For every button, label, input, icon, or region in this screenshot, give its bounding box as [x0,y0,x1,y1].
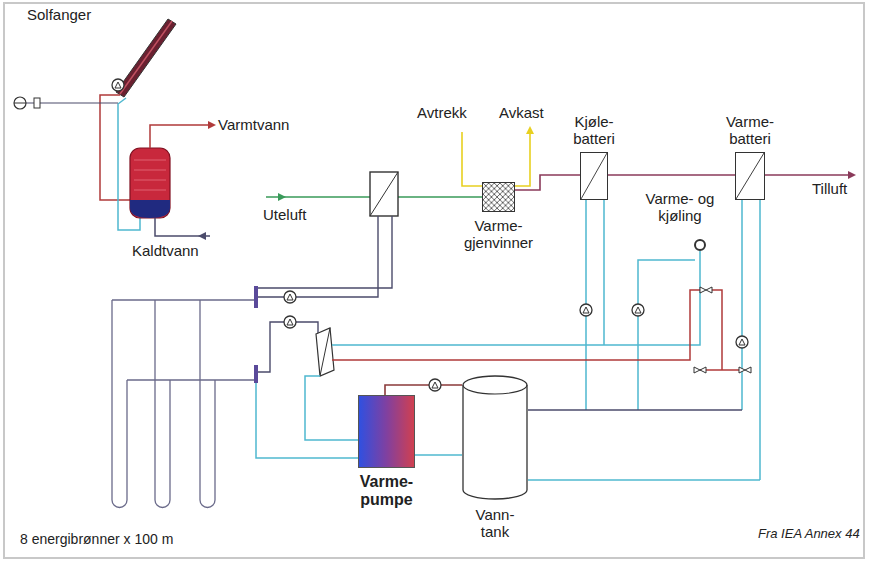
flow-label: Fra IEA Annex 44 [758,527,860,542]
coil-symbol [736,153,764,199]
flow-label: Kaldtvann [132,242,199,259]
frame [4,3,864,558]
pipe-connector [515,175,580,190]
flow-label: Avkast [499,104,544,121]
pipe [150,125,208,148]
borehole-field: 8 energibrønner x 100 m [105,235,262,520]
heat-recovery: Varme- gjenvinner [482,182,515,212]
flow-label: Varme- og kjøling [638,190,722,225]
pipe [155,218,210,236]
coil-symbol [581,153,607,199]
recuperator-core [483,183,514,211]
component-label: Varme- batteri [726,113,774,148]
component-label: Solfanger [27,6,91,23]
flow-label: Varmtvann [218,116,289,133]
air-duct [765,174,848,176]
heat-exchanger [316,328,334,376]
solar-collector: Solfanger [115,18,177,98]
water-tank: Vann- tank [462,375,528,500]
pipe-connector [385,385,462,395]
flow-label: Uteluft [263,206,306,223]
tank-outline [462,375,528,500]
flow-label: Avtrekk [417,104,467,121]
borehole [112,300,256,508]
pipe [100,95,130,200]
exhaust-duct [462,132,482,186]
exhaust-duct [515,134,530,186]
heat-pump: Varme- pumpe [358,395,415,468]
cooling-coil: Kjøle- batteri [580,152,608,200]
solar-panel [116,19,176,97]
pipe-connector [608,174,735,176]
component-label: Vann- tank [476,506,515,541]
flow-label: Tilluft [812,180,847,197]
preheat-coil [370,172,398,216]
heating-coil: Varme- batteri [735,152,765,200]
pipe-connector [262,457,358,459]
component-label: Kjøle- batteri [573,113,615,148]
hot-water-tank [130,148,170,218]
component-label: 8 energibrønner x 100 m [20,531,173,547]
component-label: Varme- pumpe [360,473,413,510]
component-label: Varme- gjenvinner [464,217,533,252]
